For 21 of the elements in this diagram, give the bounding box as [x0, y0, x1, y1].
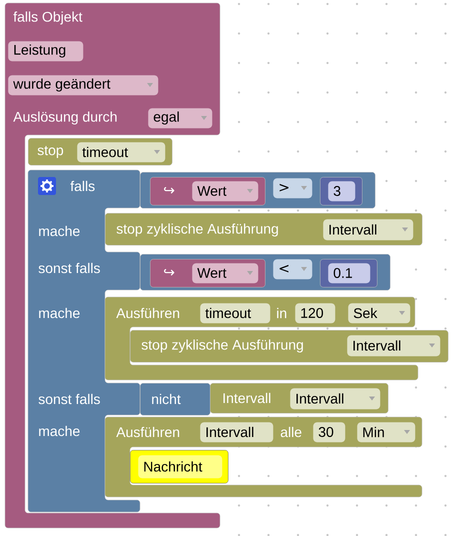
dropdown-field: egal — [148, 108, 212, 128]
value-field: 3 — [328, 181, 356, 202]
dropdown-field: timeout — [77, 142, 166, 162]
dropdown-field: Min — [357, 422, 416, 442]
dropdown-field: Intervall — [323, 219, 414, 240]
dropdown-field: Wert — [192, 181, 258, 202]
value-field: timeout — [200, 303, 270, 324]
value-field: 30 — [313, 422, 346, 442]
value-field: Intervall — [200, 422, 274, 442]
dropdown-field: < — [273, 259, 312, 280]
not-block: nicht — [140, 383, 210, 416]
dropdown-field: Intervall — [347, 335, 440, 356]
value-field: Nachricht — [138, 455, 222, 478]
value-field: 120 — [295, 303, 336, 324]
dropdown-field: Intervall — [290, 388, 380, 410]
value-field: Leistung — [8, 41, 84, 62]
value-field: 0.1 — [328, 263, 370, 284]
dropdown-field: wurde geändert — [8, 75, 158, 96]
dropdown-field: Wert — [192, 263, 258, 284]
dropdown-field: > — [273, 178, 312, 198]
dropdown-field: Sek — [348, 303, 410, 324]
